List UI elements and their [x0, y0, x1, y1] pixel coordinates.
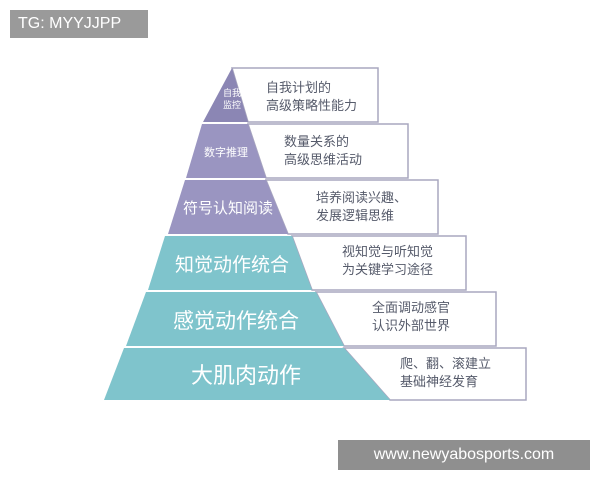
pyramid-level-2: 数字推理: [186, 124, 266, 178]
corner-tag: TG: MYYJJPP: [10, 10, 148, 38]
description-box-1: 自我计划的 高级策略性能力: [230, 67, 379, 123]
level-2-label: 数字推理: [204, 145, 248, 159]
level-5-label: 感觉动作统合: [173, 309, 299, 333]
level-1-label-a: 自我: [223, 87, 241, 99]
description-box-5: 全面调动感官 认识外部世界: [314, 291, 497, 347]
desc-3-line-2: 发展逻辑思维: [316, 208, 394, 224]
desc-5-line-1: 全面调动感官: [372, 300, 450, 316]
pyramid-level-4: 知觉动作统合: [148, 236, 312, 290]
level-6-label: 大肌肉动作: [191, 364, 301, 389]
desc-6-line-1: 爬、翻、滚建立: [400, 356, 491, 372]
desc-5-line-2: 认识外部世界: [372, 319, 450, 334]
pyramid-level-1: 自我 监控: [203, 68, 248, 122]
level-4-label: 知觉动作统合: [175, 254, 289, 276]
level-3-label: 符号认知阅读: [183, 199, 273, 217]
pyramid-level-3: 符号认知阅读: [168, 180, 288, 234]
desc-4-line-1: 视知觉与听知觉: [342, 244, 433, 260]
pyramid-level-5: 感觉动作统合: [126, 292, 344, 346]
website-watermark: www.newyabosports.com: [338, 440, 590, 470]
desc-3-line-1: 培养阅读兴趣、: [316, 190, 407, 206]
description-box-2: 数量关系的 高级思维活动: [246, 123, 409, 179]
desc-1-line-2: 高级策略性能力: [266, 98, 357, 114]
pyramid-level-6: 大肌肉动作: [104, 348, 390, 400]
desc-2-line-2: 高级思维活动: [284, 152, 362, 168]
desc-4-line-2: 为关键学习途径: [342, 262, 433, 278]
level-1-label-b: 监控: [223, 99, 241, 111]
desc-6-line-2: 基础神经发育: [400, 374, 478, 390]
desc-2-line-1: 数量关系的: [284, 134, 349, 150]
description-box-3: 培养阅读兴趣、 发展逻辑思维: [264, 179, 439, 235]
desc-1-line-1: 自我计划的: [266, 80, 331, 96]
description-box-6: 爬、翻、滚建立 基础神经发育: [342, 347, 527, 401]
description-box-4: 视知觉与听知觉 为关键学习途径: [290, 235, 467, 291]
